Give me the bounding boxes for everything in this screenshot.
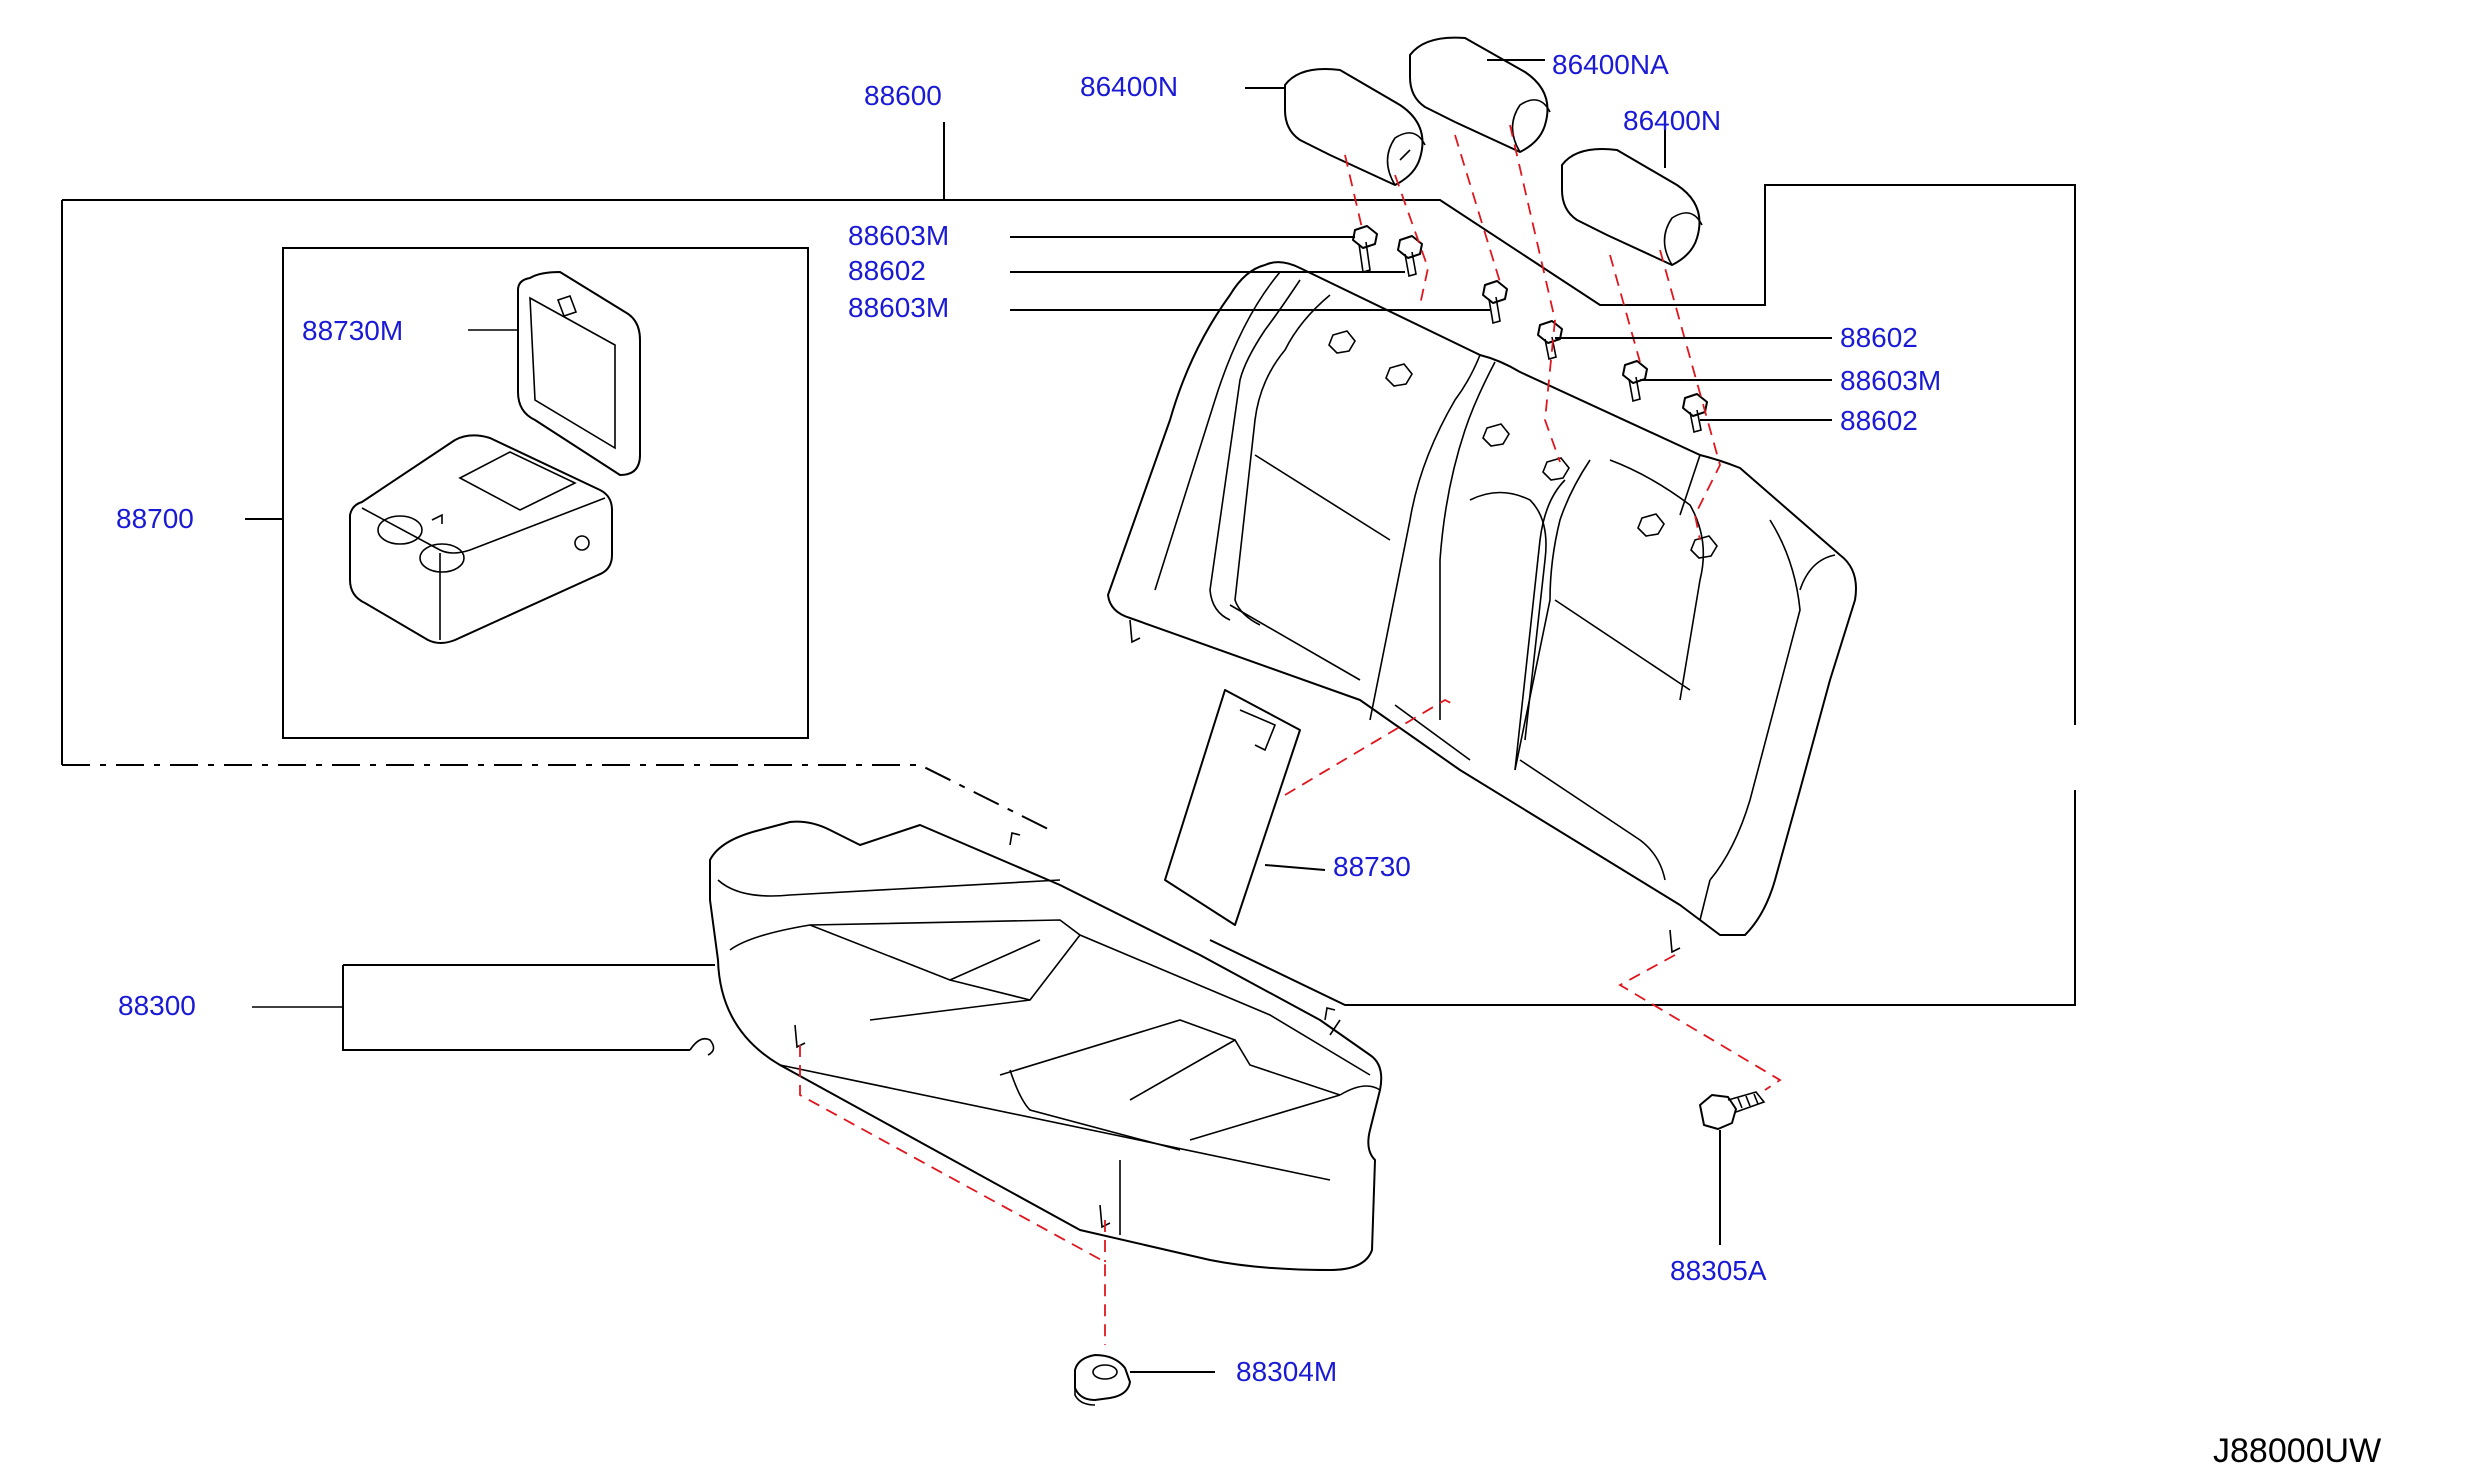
- bolt-88603m-2: [1482, 280, 1508, 325]
- label-86400na: 86400NA: [1552, 49, 1669, 80]
- bolt-88603m-3: [1622, 360, 1648, 403]
- headrest-86400n-left: [1284, 68, 1426, 186]
- assembly-frame-88600: [61, 122, 2076, 1006]
- bolt-88602-2: [1537, 320, 1563, 361]
- bolt-88602-1: [1397, 235, 1423, 278]
- label-88603m-a: 88603M: [848, 220, 949, 251]
- label-86400n-left: 86400N: [1080, 71, 1178, 102]
- label-88730m: 88730M: [302, 315, 403, 346]
- bolt-88603m-1: [1352, 225, 1378, 274]
- label-88730: 88730: [1333, 851, 1411, 882]
- seat-back-88600: [1107, 261, 1857, 954]
- label-88602-c: 88602: [1840, 405, 1918, 436]
- armrest-base-88700: [349, 434, 613, 644]
- seat-cushion-88300: [709, 820, 1383, 1271]
- label-88304m: 88304M: [1236, 1356, 1337, 1387]
- label-86400n-right: 86400N: [1623, 105, 1721, 136]
- label-88602-a: 88602: [848, 255, 926, 286]
- label-88603m-b: 88603M: [848, 292, 949, 323]
- diagram-code: J88000UW: [2213, 1432, 2381, 1470]
- board-88730: [1164, 689, 1301, 926]
- headrest-86400na-center: [1409, 36, 1551, 153]
- label-88305a: 88305A: [1670, 1255, 1767, 1286]
- dashed-leaders: [799, 124, 1782, 1345]
- label-88602-b: 88602: [1840, 322, 1918, 353]
- bolt-88602-3: [1682, 393, 1708, 434]
- label-88600: 88600: [864, 80, 942, 111]
- bolt-88305a: [1699, 1091, 1766, 1130]
- label-88603m-c: 88603M: [1840, 365, 1941, 396]
- label-88700: 88700: [116, 503, 194, 534]
- armrest-lid-88730m: [468, 271, 641, 476]
- armrest-subframe-88700: [245, 247, 809, 739]
- part-labels: 88600 86400N 86400NA 86400N 88603M 88602…: [116, 49, 2381, 1470]
- headrest-86400n-right: [1561, 148, 1703, 266]
- leader-lines: [252, 236, 1832, 1373]
- clip-88304m: [1074, 1354, 1131, 1406]
- label-88300: 88300: [118, 990, 196, 1021]
